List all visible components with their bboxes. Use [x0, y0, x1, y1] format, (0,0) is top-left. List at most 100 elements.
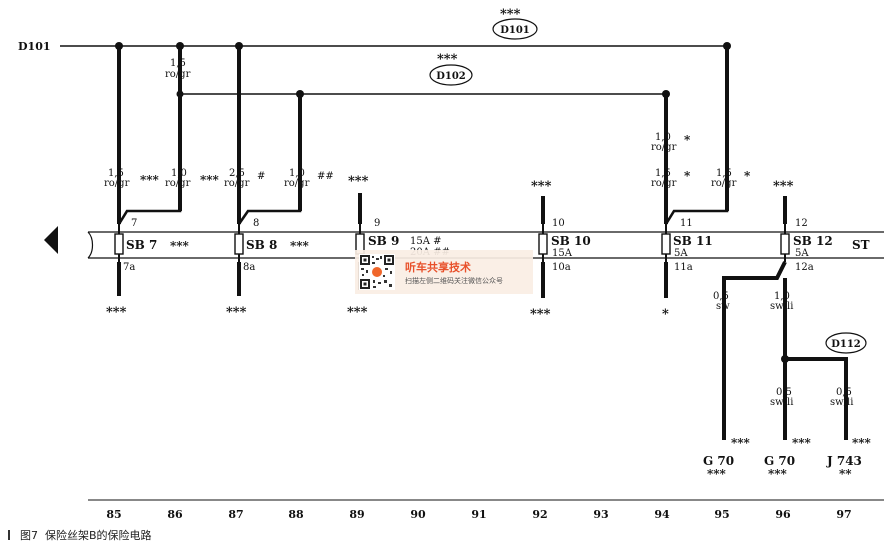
watermark-banner: 听车共享技术 扫描左侧二维码关注微信公众号	[355, 250, 533, 294]
stars-89-top: ***	[348, 174, 369, 189]
w95-color: ro/gr	[711, 178, 737, 189]
w87-color: ro/gr	[224, 178, 250, 189]
w95-gauge: 1,5	[716, 168, 732, 179]
fuse-labels: 7 SB 7 *** 7a 8 SB 8 *** 8a 9 SB 9 15A #…	[123, 218, 833, 273]
stars-94-bottom: *	[662, 307, 669, 322]
col-93: 93	[593, 508, 608, 521]
stars-85-bottom: ***	[106, 305, 127, 320]
connector-d102: *** D102	[429, 52, 473, 86]
w96-color: sw/li	[770, 301, 793, 312]
connector-d102-label: D102	[436, 71, 466, 82]
fuse11-pin-bottom: 11a	[674, 262, 693, 273]
w95b-gauge: 0,5	[713, 291, 729, 302]
w97-gauge: 0,5	[836, 387, 852, 398]
w86top-gauge: 1,5	[170, 58, 186, 69]
fuse10-pin-top: 10	[552, 218, 565, 229]
w86top-color: ro/gr	[165, 69, 191, 80]
stars-92-top: ***	[531, 179, 552, 194]
w95b-color: sw	[716, 301, 730, 312]
w94top-color: ro/gr	[651, 142, 677, 153]
col-88: 88	[288, 508, 304, 521]
fuse11-pin-top: 11	[680, 218, 693, 229]
w97-color: sw/li	[830, 397, 853, 408]
col-92: 92	[532, 508, 547, 521]
fuse11-rating: 5A	[674, 248, 688, 259]
stars-96-top: ***	[773, 179, 794, 194]
ground-labels: G 70 *** G 70 *** J 743 **	[703, 454, 862, 481]
col-87: 87	[228, 508, 243, 521]
w96-gauge: 1,0	[774, 291, 790, 302]
watermark-title: 听车共享技术	[405, 261, 471, 274]
caption-bar	[8, 530, 10, 540]
busbar-label: D101	[18, 40, 51, 53]
w85-mark: ***	[140, 173, 160, 187]
qr-code-icon	[359, 254, 395, 290]
stars-92-bottom: ***	[530, 307, 551, 322]
connector-d112: D112	[825, 332, 867, 354]
ground-side-marks: *** *** ***	[731, 436, 872, 450]
fuse8-pin-top: 8	[253, 218, 259, 229]
fuse12-name: SB 12	[793, 234, 833, 248]
fuse7-name: SB 7	[126, 238, 157, 252]
fuse9-name: SB 9	[368, 234, 399, 248]
col-95: 95	[714, 508, 729, 521]
w87-gauge: 2,5	[229, 168, 245, 179]
fuse9-pin-top: 9	[374, 218, 380, 229]
caption-figure: 图7	[20, 529, 38, 542]
w94-gauge: 1,5	[655, 168, 671, 179]
strip-arrow-icon	[44, 226, 58, 254]
fuse10-name: SB 10	[551, 234, 591, 248]
caption-text: 保险丝架B的保险电路	[45, 529, 152, 542]
ground3-stars: **	[839, 467, 852, 481]
fuse12-pin-top: 12	[795, 218, 808, 229]
fuse8-stars: ***	[290, 239, 310, 253]
ground2-side-stars: ***	[792, 436, 812, 450]
fuse7-stars: ***	[170, 239, 190, 253]
w88-color: ro/gr	[284, 178, 310, 189]
fuse12-pin-bottom: 12a	[795, 262, 814, 273]
strip-label: ST	[852, 238, 870, 252]
wire-verticals	[117, 46, 729, 224]
w85-gauge: 1,5	[108, 168, 124, 179]
wire-labels: 1,5 ro/gr *** 1,5 ro/gr 1,0 ro/gr *** 2,…	[104, 58, 751, 189]
ground3-side-stars: ***	[852, 436, 872, 450]
column-numbers: 85 86 87 88 89 90 91 92 93 94 95 96 97	[106, 508, 851, 521]
top-star-marks: *** *** ***	[348, 174, 794, 194]
watermark-subtitle: 扫描左侧二维码关注微信公众号	[405, 277, 503, 285]
wire-stubs-top	[358, 193, 787, 224]
col-94: 94	[654, 508, 670, 521]
w87-mark: #	[257, 171, 265, 182]
ground2-label: G 70	[764, 454, 795, 468]
fuse9-rating: 15A #	[410, 236, 442, 247]
fuse8-name: SB 8	[246, 238, 277, 252]
stars-89-bottom: ***	[347, 305, 368, 320]
ground1-side-stars: ***	[731, 436, 751, 450]
w95-mark: *	[744, 169, 751, 183]
col-96: 96	[775, 508, 791, 521]
fuse10-rating: 15A	[552, 248, 573, 259]
w88-gauge: 1,0	[289, 168, 305, 179]
w85-color: ro/gr	[104, 178, 130, 189]
fuse7-pin-top: 7	[131, 218, 137, 229]
w94top-gauge: 1,0	[655, 132, 671, 143]
fuse10-pin-bottom: 10a	[552, 262, 571, 273]
w86-mark: ***	[200, 173, 220, 187]
connector-d101-stars: ***	[500, 7, 521, 22]
connector-d101: *** D101	[492, 7, 538, 40]
col-85: 85	[106, 508, 121, 521]
fuse7-pin-bottom: 7a	[123, 262, 135, 273]
bottom-star-marks: *** *** *** *** *	[106, 305, 669, 322]
fuse11-name: SB 11	[673, 234, 713, 248]
col-86: 86	[167, 508, 183, 521]
col-91: 91	[471, 508, 486, 521]
ground2-stars: ***	[768, 467, 788, 481]
w86-gauge: 1,0	[171, 168, 187, 179]
connector-d112-label: D112	[831, 339, 861, 350]
w88-mark: ##	[317, 171, 334, 182]
fuse-leads	[118, 224, 786, 262]
stars-87-bottom: ***	[226, 305, 247, 320]
ground1-stars: ***	[707, 467, 727, 481]
col-97: 97	[836, 508, 851, 521]
ground1-label: G 70	[703, 454, 734, 468]
